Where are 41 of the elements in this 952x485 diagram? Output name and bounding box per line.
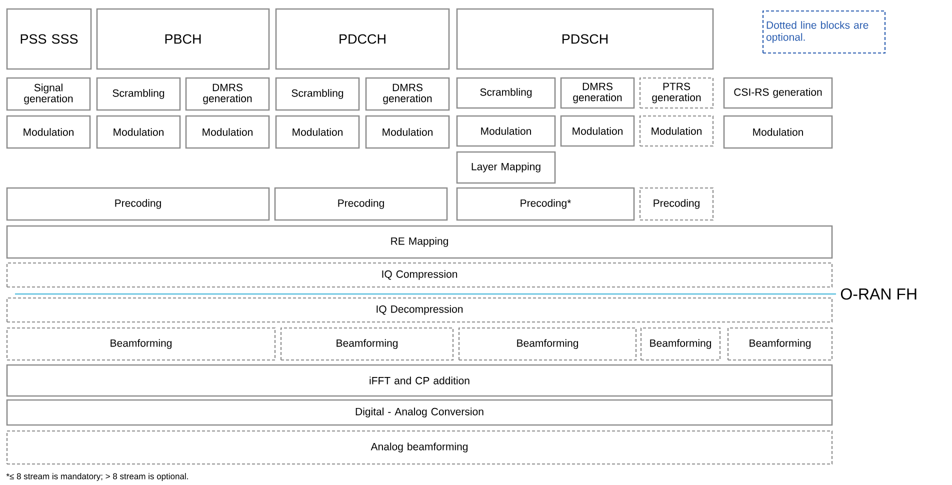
- block-box: Modulation: [365, 115, 450, 149]
- block-box: DMRS generation: [185, 77, 270, 111]
- block-box: Layer Mapping: [456, 151, 556, 184]
- optional-block-box: Beamforming: [280, 327, 454, 361]
- optional-block-box: Analog beamforming: [6, 430, 833, 465]
- optional-block-box: Modulation: [639, 115, 714, 147]
- block-box: Scrambling: [275, 77, 360, 111]
- optional-block-box: IQ Decompression: [6, 297, 833, 323]
- block-box: Modulation: [96, 115, 181, 149]
- block-box: Signal generation: [6, 77, 91, 111]
- block-box: Precoding*: [456, 187, 635, 221]
- note-box: Dotted line blocks are optional.: [762, 10, 886, 54]
- optional-block-box: Beamforming: [458, 327, 637, 361]
- block-box: Modulation: [456, 115, 556, 147]
- optional-block-box: IQ Compression: [6, 262, 833, 288]
- optional-block-box: Precoding: [639, 187, 714, 221]
- channel-box: PSS SSS: [6, 8, 92, 70]
- block-box: DMRS generation: [560, 77, 635, 109]
- block-box: Precoding: [6, 187, 270, 221]
- block-box: Digital - Analog Conversion: [6, 399, 833, 426]
- interface-label: O-RAN FH: [840, 288, 916, 300]
- channel-box: PDSCH: [456, 8, 714, 70]
- optional-block-box: Beamforming: [727, 327, 833, 361]
- block-box: iFFT and CP addition: [6, 364, 833, 397]
- block-box: Scrambling: [96, 77, 181, 111]
- block-box: Modulation: [723, 115, 833, 149]
- block-box: RE Mapping: [6, 225, 833, 259]
- optional-block-box: PTRS generation: [639, 77, 714, 109]
- block-box: Modulation: [275, 115, 360, 149]
- block-box: Modulation: [6, 115, 91, 149]
- block-box: Modulation: [560, 115, 635, 147]
- block-box: DMRS generation: [365, 77, 450, 111]
- block-box: Precoding: [274, 187, 448, 221]
- block-box: Modulation: [185, 115, 270, 149]
- footnote: *≤ 8 stream is mandatory; > 8 stream is optional.: [6, 473, 188, 481]
- block-box: CSI-RS generation: [723, 77, 833, 109]
- optional-block-box: Beamforming: [6, 327, 276, 361]
- channel-box: PBCH: [96, 8, 270, 70]
- channel-box: PDCCH: [275, 8, 450, 70]
- optional-block-box: Beamforming: [640, 327, 721, 361]
- block-box: Scrambling: [456, 77, 556, 109]
